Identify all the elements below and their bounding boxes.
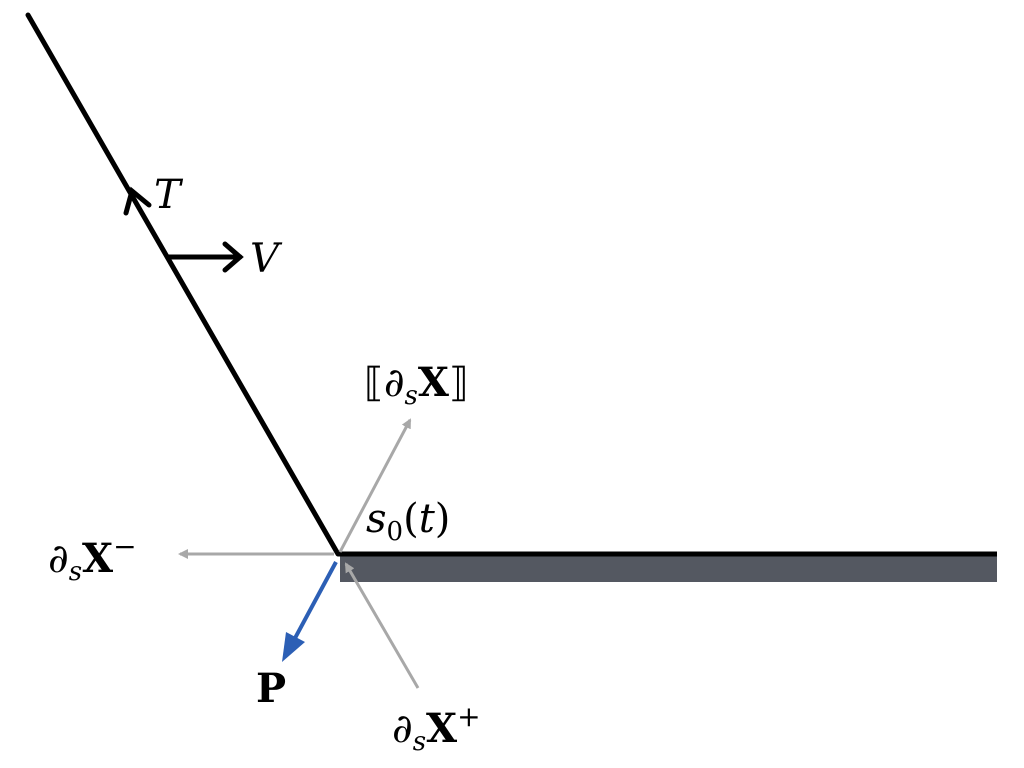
jump-vector-arrow: [338, 418, 412, 553]
label-dsX-plus: ∂sX+: [392, 700, 481, 757]
normal-arrow-V-head: [222, 241, 244, 273]
label-s0-t: s0(t): [366, 496, 450, 547]
label-dsX-minus: ∂sX−: [48, 530, 137, 587]
filament-slanted-segment: [25, 12, 341, 557]
P-vector-head: [282, 632, 305, 662]
label-V: V: [250, 236, 283, 282]
wall-bar: [340, 556, 997, 582]
label-P: P: [256, 665, 286, 712]
label-T: T: [154, 172, 184, 218]
tangent-arrow-T: [123, 186, 152, 216]
label-jump-dsX: ⟦∂sX⟧: [364, 359, 469, 411]
dX-plus-vector-arrow: [344, 562, 420, 689]
P-vector-shaft: [292, 561, 338, 641]
